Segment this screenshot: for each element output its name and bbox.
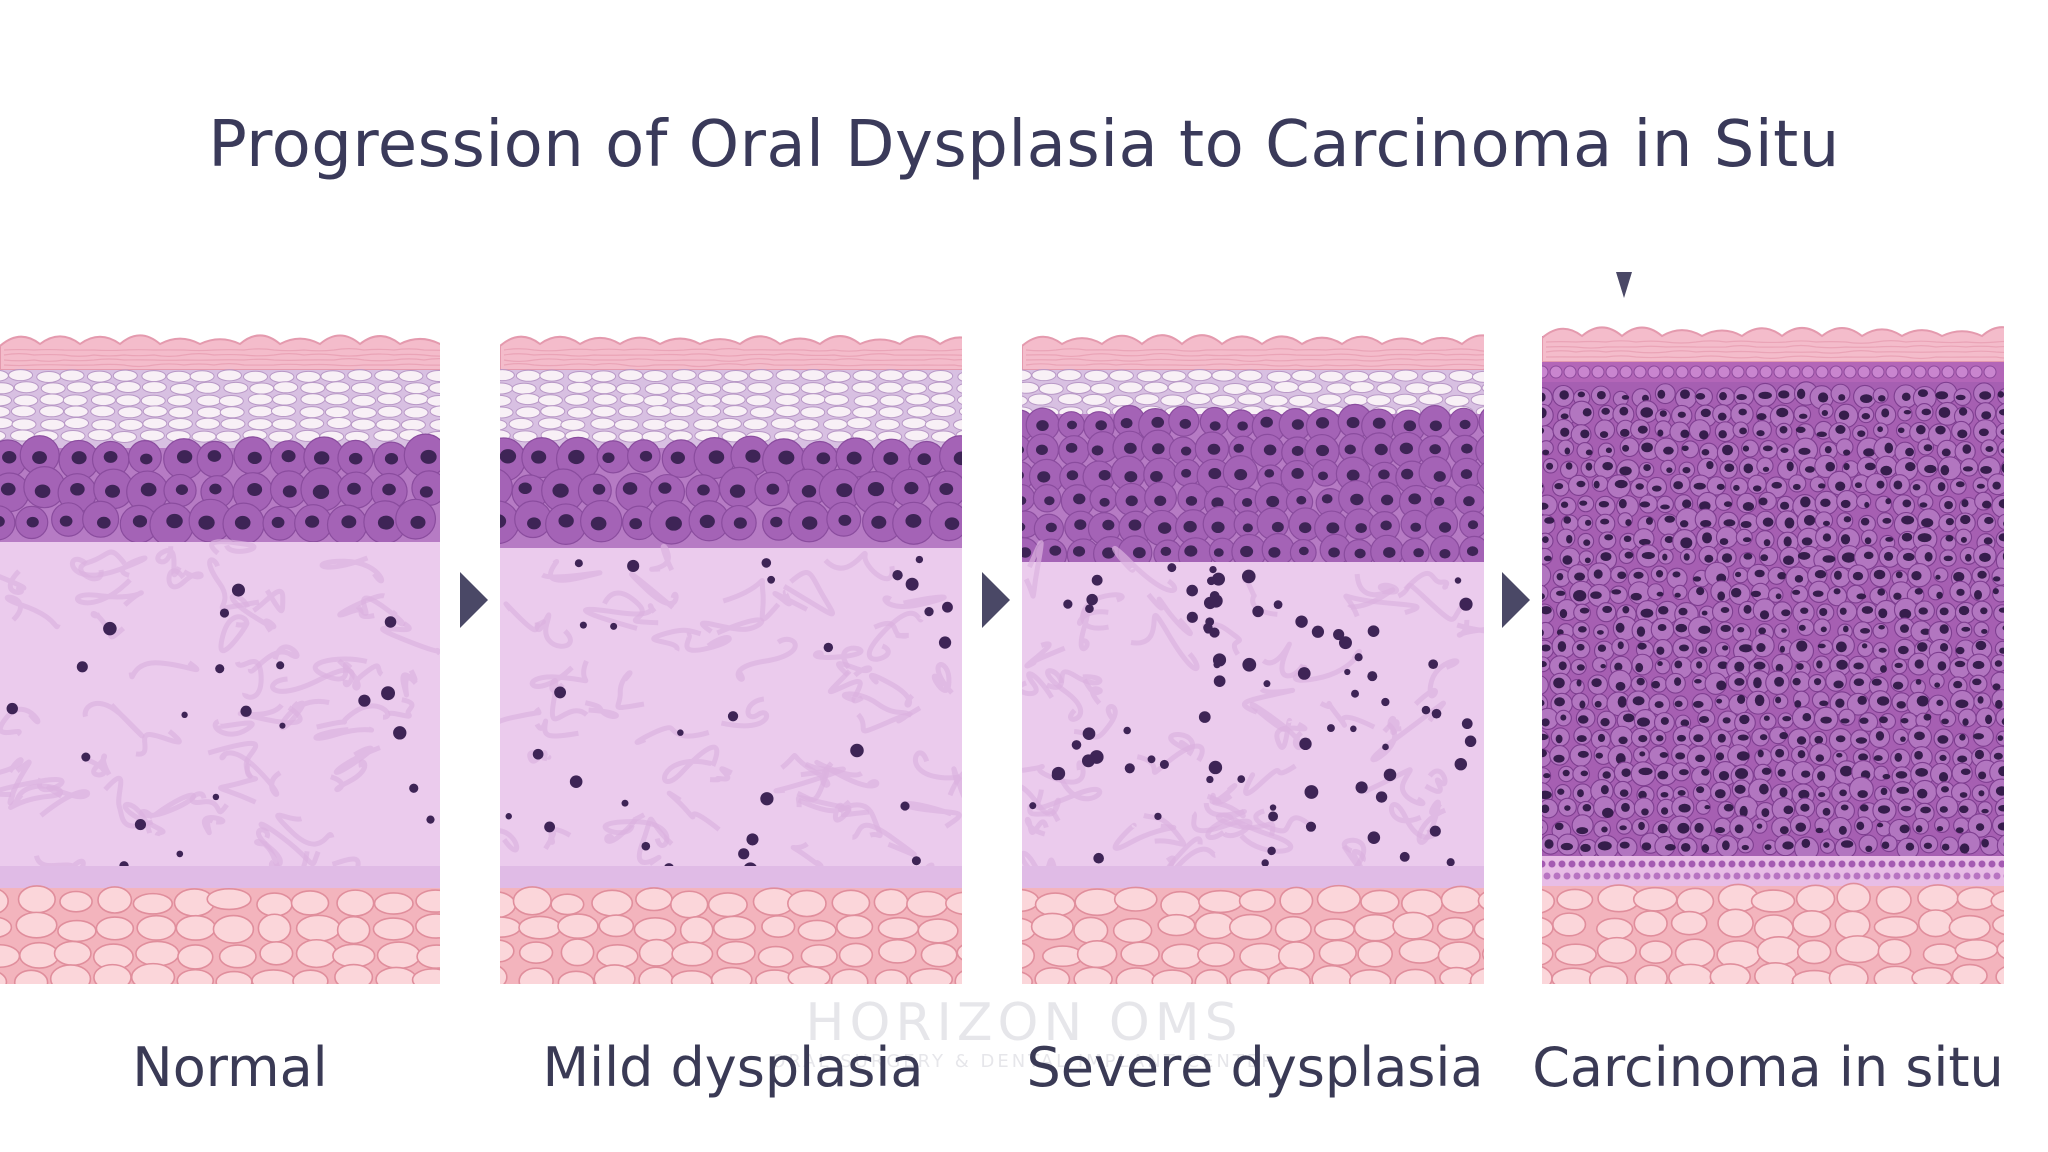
panel-carcinoma-in-situ	[1542, 326, 2004, 984]
label-carcinoma-in-situ: Carcinoma in situ	[1532, 1036, 2004, 1099]
arrow-right-icon	[982, 572, 1010, 628]
label-severe-dysplasia: Severe dysplasia	[1026, 1036, 1484, 1099]
panel-mild-dysplasia	[500, 335, 962, 984]
panel-severe-dysplasia	[1022, 334, 1484, 984]
panel-normal	[0, 334, 440, 984]
label-mild-dysplasia: Mild dysplasia	[542, 1036, 924, 1099]
marker-triangle-icon	[1616, 272, 1632, 298]
watermark-logo-text: HORIZON OMS	[805, 993, 1243, 1053]
page-title: Progression of Oral Dysplasia to Carcino…	[208, 108, 1840, 182]
arrow-right-icon	[1502, 572, 1530, 628]
label-normal: Normal	[132, 1036, 328, 1099]
watermark: HORIZON OMS ORAL SURGERY & DENTAL IMPLAN…	[0, 995, 2048, 1072]
arrow-right-icon	[460, 572, 488, 628]
watermark-subtitle: ORAL SURGERY & DENTAL IMPLANT CENTER	[771, 1051, 1277, 1072]
